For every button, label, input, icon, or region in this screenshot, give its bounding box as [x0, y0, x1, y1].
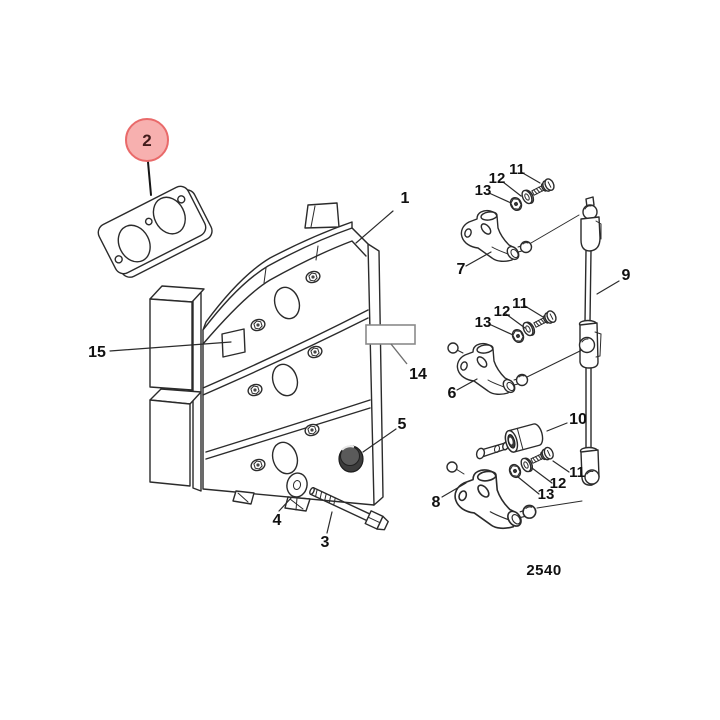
nut-13a-drawing — [507, 195, 525, 213]
figure-number: 2540 — [526, 562, 561, 579]
part-label-14[interactable]: 14 — [409, 366, 427, 383]
leader-lines — [109, 161, 620, 534]
nut-13c-drawing — [506, 462, 524, 480]
connector-line-top — [530, 214, 580, 244]
part-label-10[interactable]: 10 — [569, 411, 587, 428]
part-label-1[interactable]: 1 — [401, 190, 410, 207]
decal-14-rect — [365, 324, 416, 345]
part-label-5[interactable]: 5 — [398, 416, 407, 433]
part-label-13b[interactable]: 13 — [475, 314, 492, 331]
part-label-13c[interactable]: 13 — [538, 486, 555, 503]
part-label-11a[interactable]: 11 — [509, 161, 525, 178]
bushing-10-drawing — [504, 423, 544, 453]
screw-11a-drawing — [529, 176, 557, 200]
part-label-3[interactable]: 3 — [321, 534, 330, 551]
plug-5-drawing — [338, 445, 364, 473]
part-label-11b[interactable]: 11 — [512, 295, 528, 312]
bracket-8-drawing — [454, 469, 537, 530]
gasket-drawing — [97, 185, 213, 278]
bracket-8-ball-stud — [446, 461, 465, 475]
washer-12a-drawing — [519, 187, 537, 207]
bracket-7-drawing — [460, 209, 533, 263]
callout-2-number: 2 — [142, 131, 151, 150]
part-label-12b[interactable]: 12 — [494, 303, 511, 320]
part-label-13a[interactable]: 13 — [475, 182, 492, 199]
bracket-6-ball-stud — [447, 342, 464, 354]
callout-2-circle[interactable] — [125, 118, 169, 162]
part-label-4[interactable]: 4 — [273, 512, 282, 529]
part-label-7[interactable]: 7 — [457, 261, 466, 278]
link-rod-drawing — [578, 196, 602, 486]
washer-4-drawing — [286, 472, 308, 498]
bracket-6-drawing — [456, 342, 529, 396]
exhaust-plate-drawing — [149, 202, 384, 512]
part-label-12c[interactable]: 12 — [550, 475, 567, 492]
bracket-8-pin — [475, 441, 509, 460]
plate-top-tab — [304, 202, 340, 229]
part-label-11c[interactable]: 11 — [569, 464, 585, 481]
part-labels: 1 3 4 5 6 7 8 9 10 11 12 13 11 12 13 11 … — [88, 161, 630, 551]
part-label-8[interactable]: 8 — [432, 494, 441, 511]
part-label-6[interactable]: 6 — [448, 385, 457, 402]
part-label-12a[interactable]: 12 — [489, 170, 506, 187]
decal-15 — [221, 328, 246, 358]
connector-line-mid — [526, 349, 583, 378]
part-label-9[interactable]: 9 — [622, 267, 631, 284]
part-label-15[interactable]: 15 — [88, 344, 106, 361]
bolt-3-drawing — [309, 486, 389, 531]
callout-2[interactable]: 2 — [125, 118, 169, 162]
connector-line-bottom — [536, 500, 583, 509]
screw-11c-drawing — [528, 445, 556, 468]
